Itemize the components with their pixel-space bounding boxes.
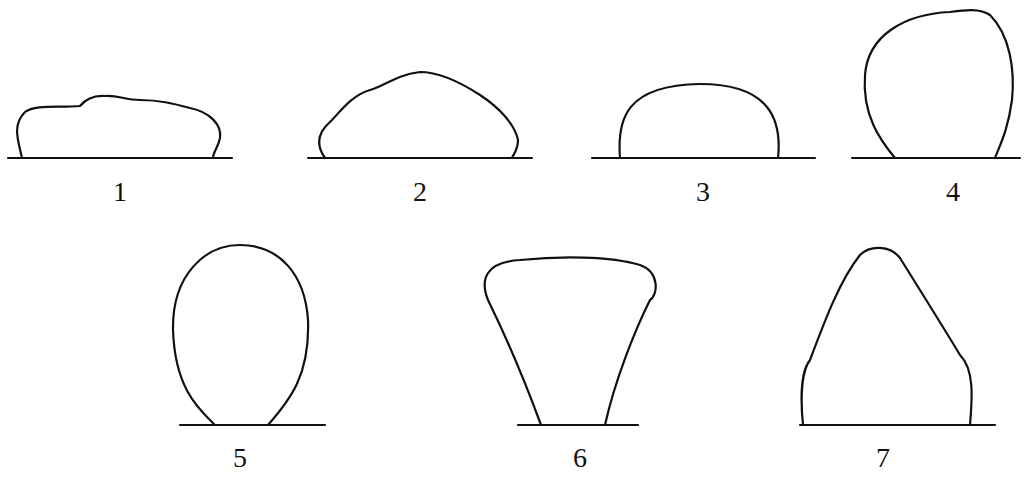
callout-number: 1 <box>113 178 127 206</box>
callout-number: 6 <box>573 444 587 472</box>
shape-outline <box>865 10 1013 158</box>
baseline <box>592 157 815 159</box>
callout-number: 5 <box>233 444 247 472</box>
shape-outline <box>619 84 778 158</box>
shape-outline <box>485 257 656 425</box>
shape-outline <box>17 96 220 158</box>
callout-number: 2 <box>413 178 427 206</box>
callout-number: 7 <box>876 444 890 472</box>
baseline <box>800 424 995 426</box>
baseline <box>8 157 232 159</box>
baseline <box>518 424 638 426</box>
shape-outline <box>802 248 972 425</box>
callout-number: 3 <box>696 178 710 206</box>
shape-outline <box>319 72 518 158</box>
shape-outline <box>173 245 308 425</box>
baseline <box>180 424 325 426</box>
callout-number: 4 <box>946 178 960 206</box>
baseline <box>308 157 532 159</box>
